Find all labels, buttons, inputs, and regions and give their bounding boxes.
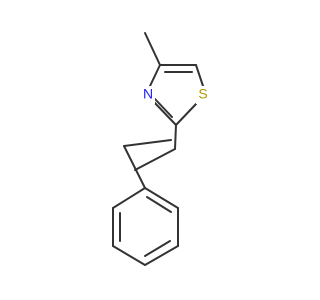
vinyl-linker: [123, 124, 177, 189]
bond-c5-s: [195, 64, 204, 87]
bond-vinyl-double-inner: [123, 139, 172, 147]
bond-c2-n: [152, 100, 177, 126]
bond-vinyl-phenyl: [123, 145, 146, 189]
nitrogen-label: N: [143, 86, 153, 102]
phenyl-bond-4: [112, 245, 146, 266]
phenyl-inner-1: [146, 196, 172, 213]
bond-c2-vinyl: [174, 124, 177, 150]
bond-n-c4: [149, 64, 161, 87]
sulfur-atom: S: [196, 86, 210, 104]
bond-s-c2: [175, 103, 197, 126]
bond-vinyl-double: [134, 148, 176, 171]
phenyl-inner-2: [144, 240, 171, 257]
phenyl-bond-3: [144, 245, 179, 266]
phenyl-bond-6: [112, 187, 146, 209]
molecule-canvas: S N: [112, 32, 210, 266]
phenyl-bond-1: [144, 187, 179, 209]
phenyl-ring: [112, 187, 179, 266]
nitrogen-atom: N: [141, 86, 155, 104]
thiazole-ring: [144, 32, 204, 126]
bond-c2-n-inner: [154, 98, 173, 118]
structure-diagram: S N: [112, 32, 210, 266]
bond-methyl-c4: [144, 32, 161, 66]
sulfur-label: S: [198, 86, 207, 102]
